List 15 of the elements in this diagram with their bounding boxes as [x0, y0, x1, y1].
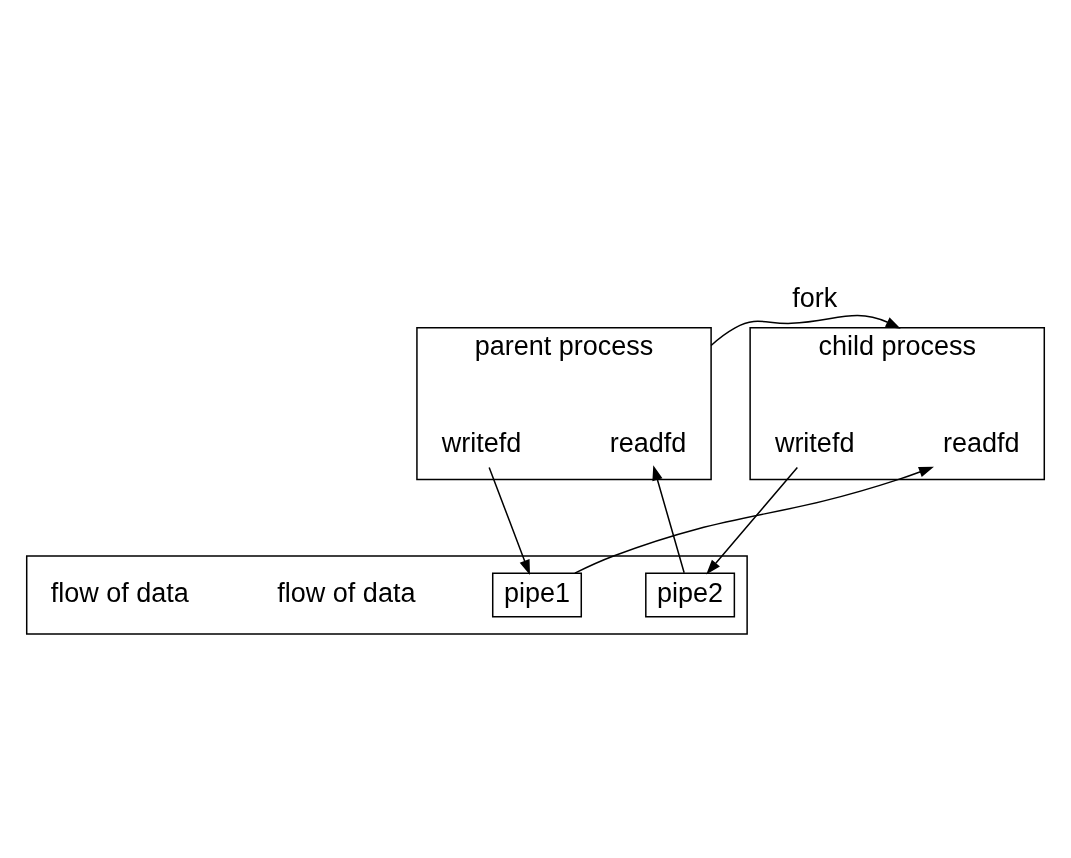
arrow — [706, 466, 799, 575]
arrow — [652, 464, 685, 574]
edge-label: fork — [792, 282, 838, 313]
node-box: pipe1 — [492, 571, 583, 617]
node-box: pipe2 — [645, 571, 736, 617]
node-text: writefd — [774, 427, 855, 458]
arrow — [488, 466, 530, 575]
cluster — [25, 554, 748, 635]
node-text: readfd — [942, 427, 1020, 458]
node-text: readfd — [609, 427, 687, 458]
label: flow of data — [50, 577, 189, 608]
arrow — [574, 466, 934, 574]
label: flow of data — [277, 577, 416, 608]
node-text: writefd — [441, 427, 522, 458]
arrow — [710, 314, 901, 346]
